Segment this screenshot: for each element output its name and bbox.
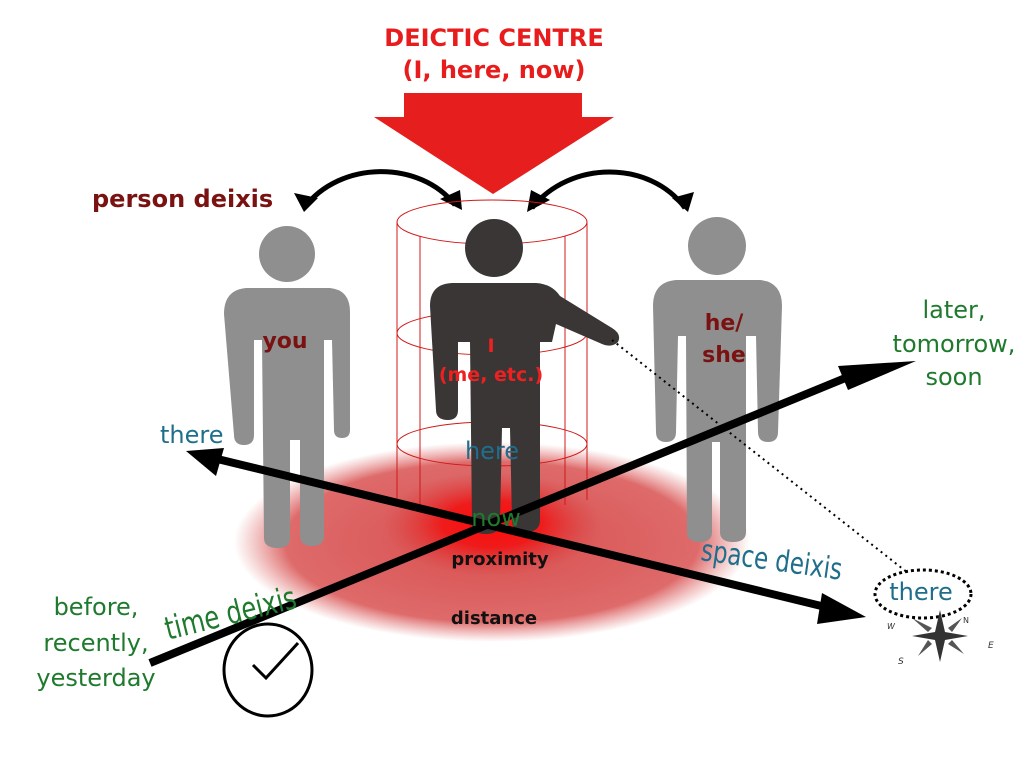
label-i: I bbox=[487, 335, 494, 357]
label-there-right: there bbox=[889, 578, 953, 606]
curved-arrow-right bbox=[530, 169, 688, 210]
past-line3: yesterday bbox=[36, 664, 155, 692]
title-line1: DEICTIC CENTRE bbox=[384, 24, 603, 52]
compass-s: S bbox=[898, 657, 904, 667]
past-line2: recently, bbox=[43, 629, 148, 657]
label-he: he/ bbox=[705, 311, 745, 336]
space-axis bbox=[204, 452, 847, 616]
time-axis-head-right bbox=[838, 361, 916, 390]
person-deixis-heading: person deixis bbox=[92, 185, 273, 213]
label-here: here bbox=[465, 437, 519, 465]
space-axis-head-left bbox=[186, 448, 224, 476]
curved-arrow-left-head-b bbox=[440, 190, 462, 210]
there-target-ring bbox=[873, 568, 973, 620]
time-axis bbox=[148, 368, 862, 667]
compass-rose-icon: N E S W bbox=[887, 610, 994, 667]
label-me-etc: (me, etc.) bbox=[439, 364, 543, 386]
label-there-left: there bbox=[160, 421, 224, 449]
title-line2: (I, here, now) bbox=[402, 56, 585, 84]
curved-arrow-right-head-b bbox=[672, 192, 694, 212]
future-line1: later, bbox=[922, 296, 985, 324]
curved-arrow-left-head-a bbox=[294, 193, 318, 212]
curved-arrow-right-head-a bbox=[527, 190, 550, 212]
pointing-line bbox=[611, 339, 909, 574]
label-you: you bbox=[262, 329, 307, 354]
compass-e: E bbox=[988, 641, 994, 651]
deictic-centre-arrow bbox=[374, 93, 614, 194]
label-distance: distance bbox=[451, 608, 537, 629]
compass-w: W bbox=[887, 622, 896, 631]
figure-he-she bbox=[653, 217, 782, 542]
space-axis-head-right bbox=[817, 593, 866, 624]
clock-icon bbox=[222, 622, 314, 718]
past-line1: before, bbox=[54, 593, 139, 621]
label-now: now bbox=[471, 504, 521, 532]
compass-n: N bbox=[963, 616, 969, 625]
future-line3: soon bbox=[925, 363, 982, 391]
curved-arrow-left bbox=[302, 169, 457, 210]
label-proximity: proximity bbox=[451, 549, 548, 570]
figure-i bbox=[430, 219, 620, 534]
label-she: she bbox=[702, 343, 746, 368]
future-line2: tomorrow, bbox=[893, 330, 1016, 358]
